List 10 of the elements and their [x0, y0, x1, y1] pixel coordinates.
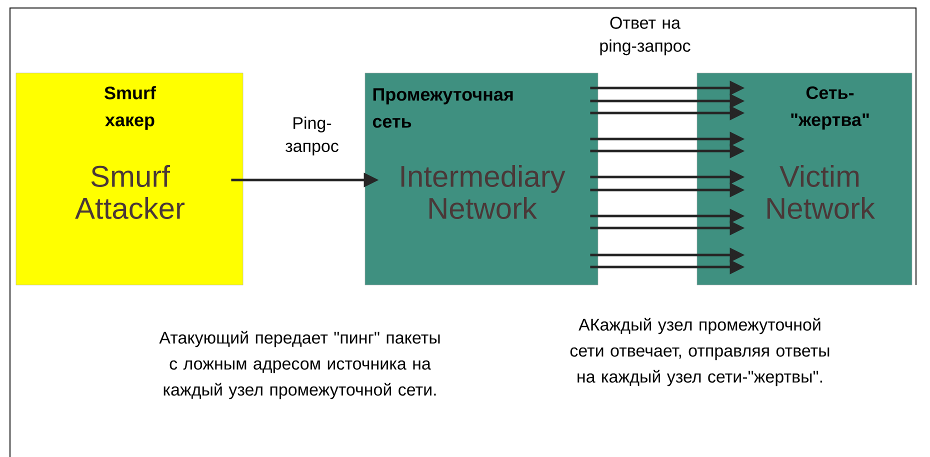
box-label: Smurf Attacker — [75, 165, 185, 219]
edge-label: Ответ на ping-запрос — [584, 16, 706, 56]
caption-text: АКаждый узел промежуточной сети отвечает, отправляя ответы на каждый узел сети-"жертвы". — [570, 318, 830, 386]
caption-text: Атакующий передает "пинг" пакеты с ложным адресом источника на каждый узел промежуточной сети. — [159, 330, 440, 400]
box-label: Victim Network — [767, 164, 876, 220]
edge-label: Ping-запрос — [271, 116, 353, 156]
box-title: Сеть-"жертва" — [791, 86, 869, 130]
box-title: Промежуточная сеть — [372, 88, 513, 128]
box-label: Intermediary Network — [401, 164, 566, 220]
box-title: Smurf хакер — [104, 86, 156, 130]
